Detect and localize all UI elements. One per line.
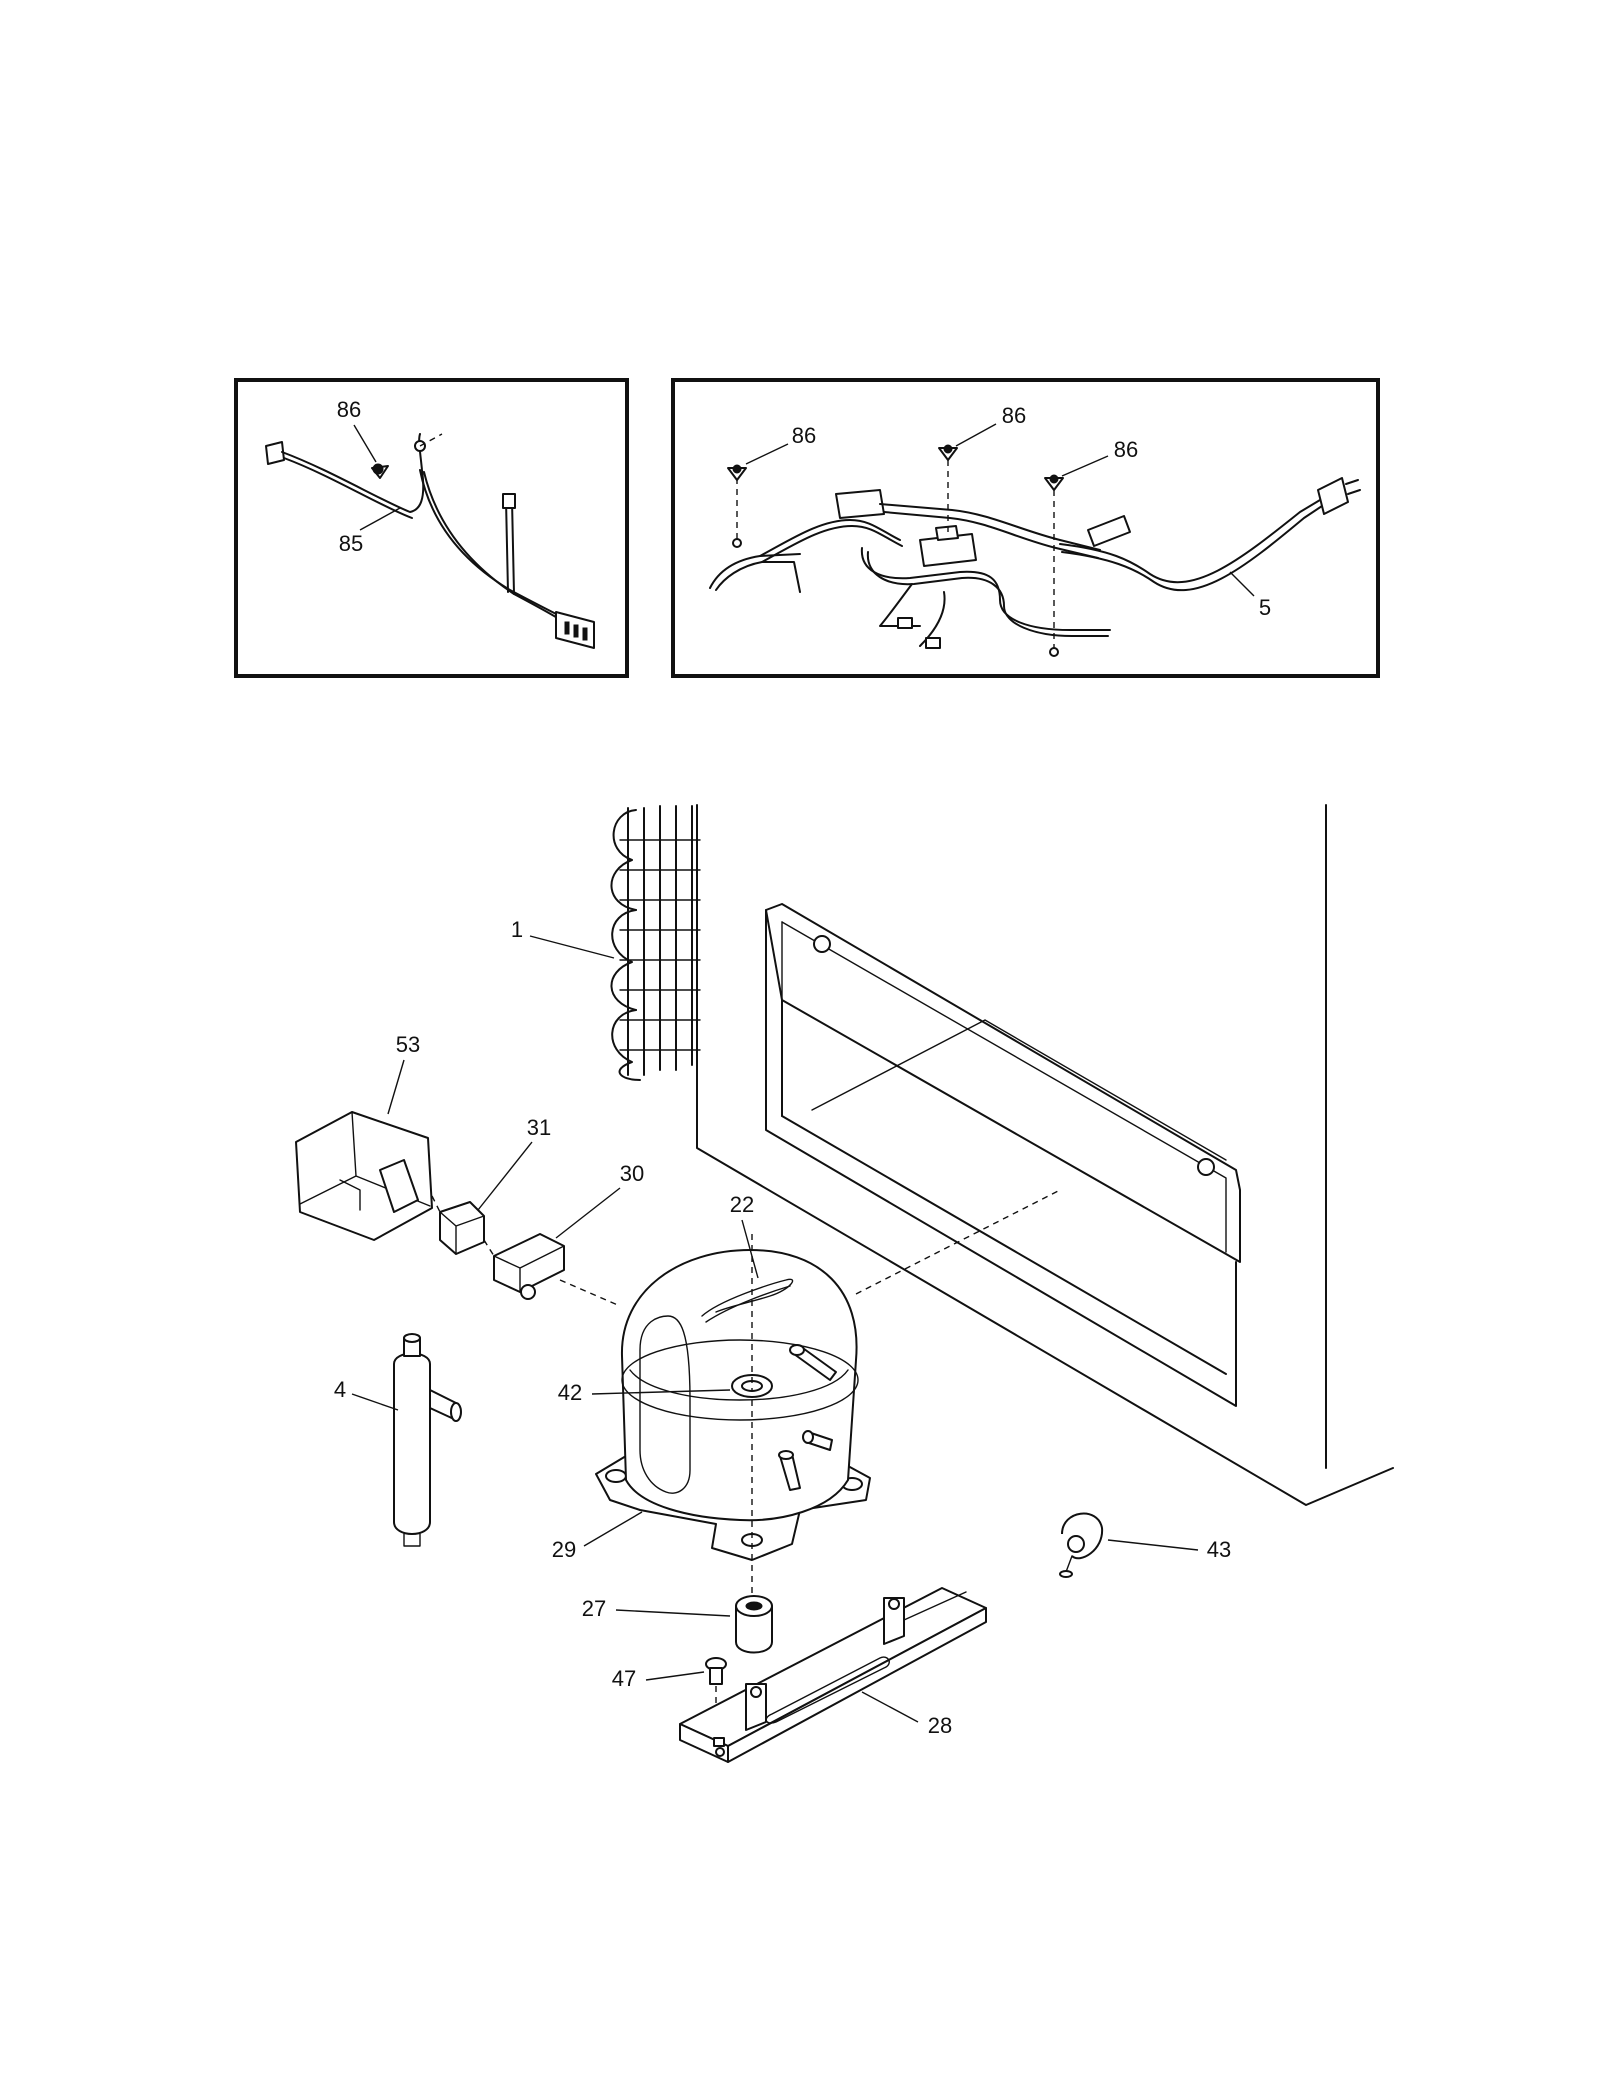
callout-53: 53 <box>396 1032 420 1057</box>
condenser-coil-1 <box>610 805 701 1081</box>
callout-31: 31 <box>527 1115 551 1140</box>
cover-53 <box>295 1111 433 1241</box>
callout-86-b: 86 <box>1002 403 1026 428</box>
screw-86-left <box>371 463 389 479</box>
screw-86-a <box>727 464 747 481</box>
harness-85-drawing <box>265 433 595 649</box>
callout-1: 1 <box>511 917 523 942</box>
clamp-43 <box>1059 1512 1104 1578</box>
callout-86-a: 86 <box>792 423 816 448</box>
cabinet <box>696 804 1394 1506</box>
callout-43: 43 <box>1207 1537 1231 1562</box>
callout-86-c: 86 <box>1114 437 1138 462</box>
callout-30: 30 <box>620 1161 644 1186</box>
callout-29: 29 <box>552 1537 576 1562</box>
rail-28 <box>679 1587 987 1763</box>
callout-47: 47 <box>612 1666 636 1691</box>
callout-85: 85 <box>339 531 363 556</box>
overload-30 <box>483 1233 621 1307</box>
grommet-27 <box>735 1595 773 1654</box>
callout-4: 4 <box>334 1377 346 1402</box>
callout-22: 22 <box>730 1192 754 1217</box>
harness-5-drawing <box>709 460 1361 657</box>
compressor-29 <box>595 1189 1061 1620</box>
callout-27: 27 <box>582 1596 606 1621</box>
screw-86-c <box>1044 474 1064 491</box>
callout-86-left: 86 <box>337 397 361 422</box>
callout-28: 28 <box>928 1713 952 1738</box>
screw-86-b <box>938 444 958 461</box>
callout-42: 42 <box>558 1380 582 1405</box>
inset-left-frame <box>234 378 629 678</box>
inset-right: 86 86 86 5 <box>671 378 1380 678</box>
inset-right-frame <box>671 378 1380 678</box>
relay-31 <box>431 1195 485 1255</box>
callout-5: 5 <box>1259 595 1271 620</box>
drier-4 <box>393 1333 462 1547</box>
inset-left: 86 85 <box>234 378 629 678</box>
